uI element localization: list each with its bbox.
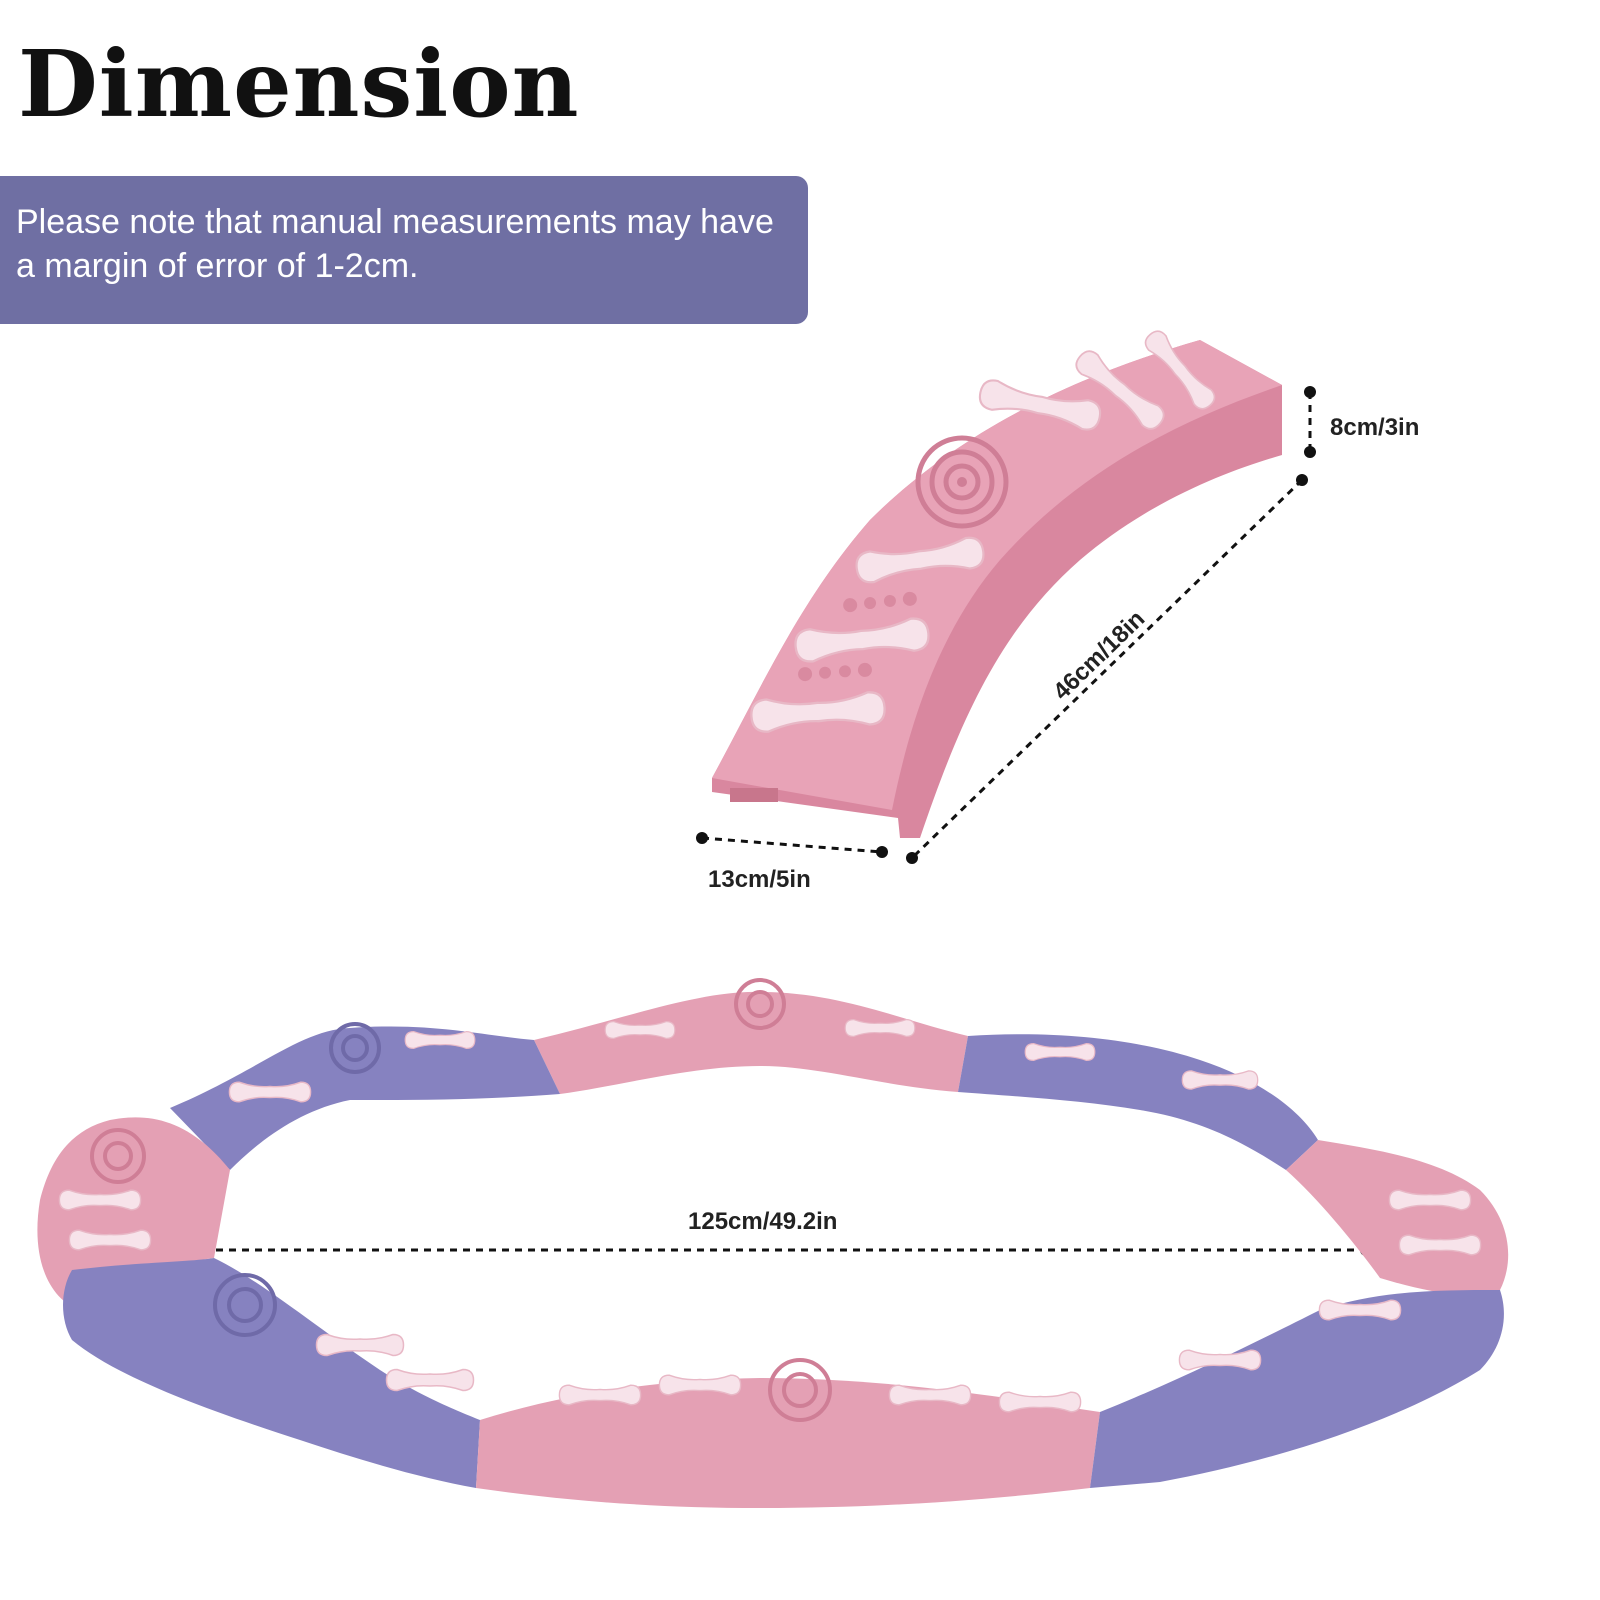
page-title: Dimension (18, 30, 580, 138)
note-banner: Please note that manual measurements may… (0, 176, 808, 324)
note-text: Please note that manual measurements may… (16, 203, 774, 285)
height-label: 8cm/3in (1330, 414, 1420, 441)
beam-ring (37, 978, 1509, 1508)
width-label: 13cm/5in (708, 866, 811, 893)
diameter-label: 125cm/49.2in (688, 1208, 838, 1235)
spiral-texture-icon (915, 435, 1009, 529)
single-beam-piece (712, 326, 1282, 838)
dimension-lines (184, 386, 1372, 1256)
